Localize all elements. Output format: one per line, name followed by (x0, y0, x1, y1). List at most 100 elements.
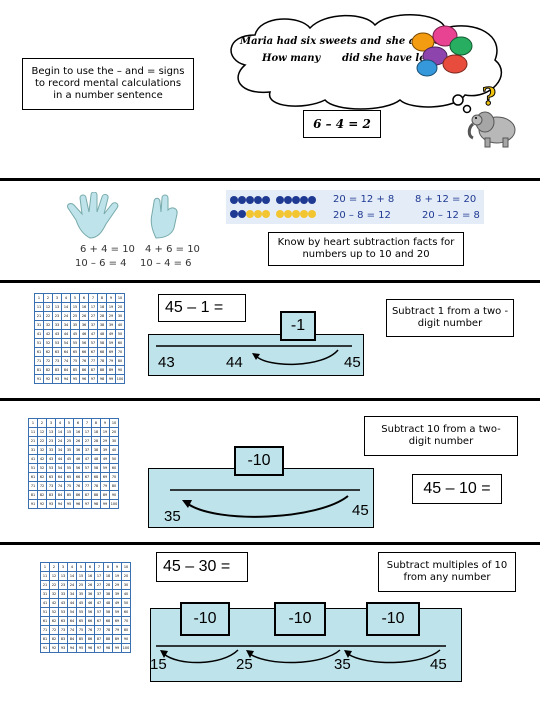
grid-cell: 88 (97, 365, 107, 375)
multiples-caption: Subtract multiples of 10 from any number (386, 560, 508, 583)
grid-cell: 68 (103, 616, 113, 626)
grid-cell: 6 (85, 562, 95, 572)
grid-cell: 89 (112, 634, 122, 644)
grid-cell: 35 (70, 320, 80, 330)
grid-cell: 53 (58, 607, 68, 617)
grid-cell: 80 (109, 481, 119, 491)
grid-cell: 46 (73, 454, 83, 464)
grid-cell: 14 (55, 427, 65, 437)
grid-cell: 38 (97, 320, 107, 330)
grid-cell: 36 (79, 320, 89, 330)
grid-cell: 41 (28, 454, 38, 464)
grid-cell: 90 (121, 634, 131, 644)
grid-cell: 91 (28, 499, 38, 509)
grid-cell: 40 (121, 589, 131, 599)
equation-45-1-box: 45 – 1 = (158, 294, 246, 322)
grid-cell: 16 (79, 302, 89, 312)
grid-cell: 59 (100, 463, 110, 473)
grid-cell: 92 (37, 499, 47, 509)
grid-cell: 19 (106, 302, 116, 312)
multiples-caption-box: Subtract multiples of 10 from any number (378, 552, 516, 592)
nl1-label-43: 43 (158, 354, 175, 371)
grid-cell: 77 (88, 356, 98, 366)
grid-cell: 86 (73, 490, 83, 500)
grid-cell: 75 (76, 625, 86, 635)
grid-cell: 1 (34, 293, 44, 303)
intro-text: Begin to use the – and = signs to record… (31, 66, 185, 101)
grid-cell: 19 (112, 571, 122, 581)
fist-hand-icon (150, 194, 178, 239)
hand-eq-1: 6 + 4 = 10 (80, 244, 135, 255)
grid-cell: 28 (103, 580, 113, 590)
grid-cell: 22 (37, 436, 47, 446)
grid-cell: 57 (82, 463, 92, 473)
grid-cell: 7 (94, 562, 104, 572)
grid-cell: 79 (106, 356, 116, 366)
grid-cell: 62 (49, 616, 59, 626)
grid-cell: 97 (94, 643, 104, 653)
grid-cell: 39 (100, 445, 110, 455)
grid-cell: 94 (55, 499, 65, 509)
divider-1 (0, 178, 540, 181)
grid-cell: 54 (61, 338, 71, 348)
grid-cell: 2 (43, 293, 53, 303)
grid-cell: 76 (73, 481, 83, 491)
grid-cell: 83 (46, 490, 56, 500)
grid-cell: 54 (67, 607, 77, 617)
grid-cell: 99 (100, 499, 110, 509)
grid-cell: 14 (61, 302, 71, 312)
grid-cell: 85 (76, 634, 86, 644)
grid-cell: 21 (40, 580, 50, 590)
grid-cell: 13 (58, 571, 68, 581)
grid-cell: 59 (106, 338, 116, 348)
fact-4: 20 – 12 = 8 (422, 210, 480, 221)
grid-cell: 61 (28, 472, 38, 482)
grid-cell: 46 (79, 329, 89, 339)
grid-cell: 52 (43, 338, 53, 348)
grid-cell: 62 (43, 347, 53, 357)
grid-cell: 100 (115, 374, 125, 384)
grid-cell: 11 (40, 571, 50, 581)
sweets-icon (411, 25, 473, 77)
fist-eq-2: 10 – 4 = 6 (140, 258, 192, 269)
grid-cell: 92 (43, 374, 53, 384)
grid-cell: 56 (79, 338, 89, 348)
grid-cell: 85 (64, 490, 74, 500)
grid-cell: 28 (97, 311, 107, 321)
grid-cell: 3 (58, 562, 68, 572)
grid-cell: 18 (103, 571, 113, 581)
grid-cell: 88 (103, 634, 113, 644)
grid-cell: 27 (88, 311, 98, 321)
grid-cell: 55 (64, 463, 74, 473)
grid-cell: 82 (43, 365, 53, 375)
grid-cell: 93 (58, 643, 68, 653)
grid-cell: 29 (112, 580, 122, 590)
grid-cell: 77 (82, 481, 92, 491)
grid-cell: 90 (115, 365, 125, 375)
grid-cell: 8 (91, 418, 101, 428)
grid-cell: 17 (88, 302, 98, 312)
grid-cell: 32 (43, 320, 53, 330)
op-minus-1: -1 (280, 311, 316, 341)
subtract-1-caption-box: Subtract 1 from a two -digit number (386, 299, 514, 337)
grid-cell: 52 (49, 607, 59, 617)
nl3-label-15: 15 (150, 656, 167, 673)
grid-cell: 66 (73, 472, 83, 482)
divider-2 (0, 280, 540, 283)
grid-cell: 74 (67, 625, 77, 635)
grid-cell: 84 (67, 634, 77, 644)
grid-cell: 81 (40, 634, 50, 644)
fist-eq-1: 4 + 6 = 10 (145, 244, 200, 255)
grid-cell: 24 (55, 436, 65, 446)
grid-cell: 63 (46, 472, 56, 482)
grid-cell: 81 (34, 365, 44, 375)
op-minus-10-b: -10 (274, 602, 326, 636)
grid-cell: 26 (79, 311, 89, 321)
grid-cell: 63 (58, 616, 68, 626)
grid-cell: 69 (106, 347, 116, 357)
grid-cell: 51 (40, 607, 50, 617)
grid-cell: 31 (28, 445, 38, 455)
